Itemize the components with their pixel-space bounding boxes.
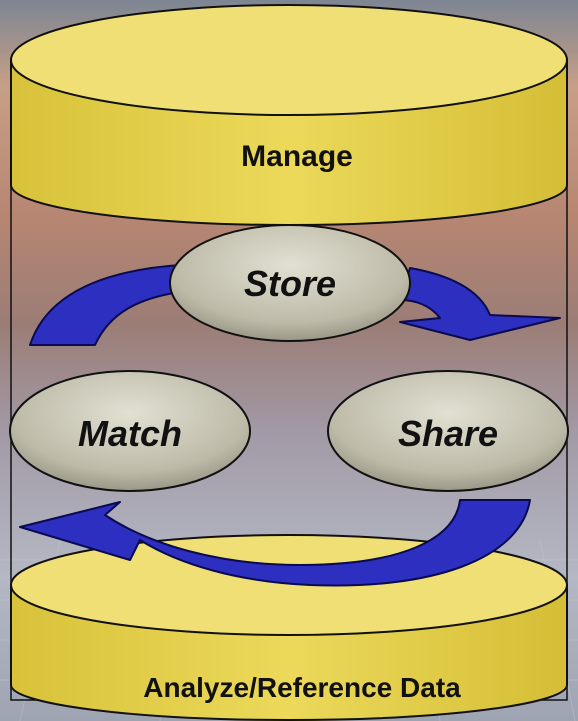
node-store-label: Store <box>244 263 336 304</box>
node-share-label: Share <box>398 413 498 454</box>
bottom-cylinder-label: Analyze/Reference Data <box>143 672 461 703</box>
node-share <box>327 370 569 492</box>
node-store <box>169 224 411 342</box>
top-cylinder <box>10 4 568 226</box>
node-match <box>9 370 251 492</box>
node-match-label: Match <box>78 413 182 454</box>
arrow-store-to-share <box>399 267 561 341</box>
arrow-store-to-match <box>29 264 181 346</box>
top-cylinder-label: Manage <box>241 140 353 173</box>
arrow-share-to-match <box>19 499 531 587</box>
